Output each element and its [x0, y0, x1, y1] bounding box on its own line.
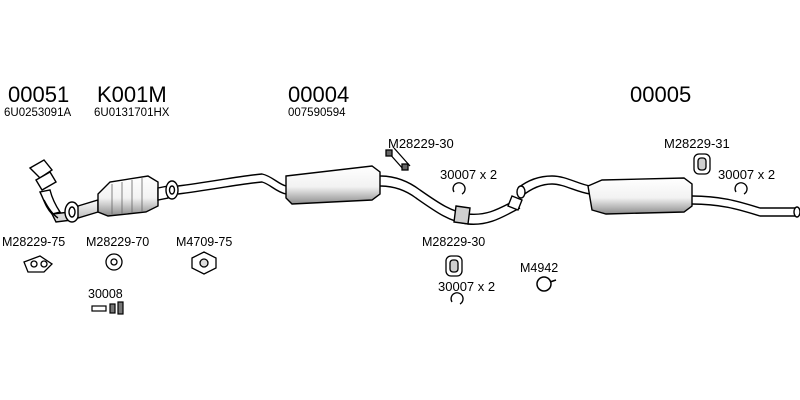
gasket-icon-left — [23, 255, 54, 273]
bolt-kit-icon — [91, 301, 124, 315]
part-label-clamp-bottom-mid: 30007 x 2 — [438, 279, 496, 294]
clamp-icon-top-mid — [452, 182, 466, 195]
front-pipe-00051 — [28, 159, 73, 223]
part-label-hanger-top-right: M28229-31 — [664, 136, 730, 151]
part-label-clamp-top-right: 30007 x 2 — [718, 167, 776, 182]
part-label-hanger-bottom-mid: M28229-30 — [422, 235, 486, 249]
part-label-flange-gasket: M4709-75 — [176, 235, 233, 249]
gasket-part — [64, 201, 80, 223]
catalytic-converter-K001M — [77, 175, 169, 219]
rear-silencer-00005 — [516, 175, 800, 218]
section-number-00005: 00005 — [630, 82, 692, 107]
section-number-K001M: K001M — [97, 82, 167, 107]
flange-gasket-icon — [191, 251, 217, 275]
section-code-00004: 007590594 — [288, 107, 346, 119]
part-label-bolt-kit: 30008 — [88, 287, 123, 301]
part-label-ring-left: M28229-70 — [86, 235, 150, 249]
section-number-00004: 00004 — [288, 82, 350, 107]
hanger-icon-top-right — [693, 153, 711, 175]
clamp-icon-top-right — [734, 182, 748, 195]
ring-icon-left — [105, 253, 123, 271]
clamp-icon-bottom-mid — [450, 292, 464, 305]
section-code-K001M: 6U0131701HX — [94, 107, 170, 119]
part-label-hanger-top-mid: M28229-30 — [388, 136, 454, 151]
hanger-icon-top-mid — [385, 147, 411, 171]
flange-ring — [165, 180, 179, 200]
section-code-00051: 6U0253091A — [4, 107, 72, 119]
clamp-ring-icon — [536, 276, 557, 292]
middle-silencer-00004 — [177, 165, 523, 225]
section-number-00051: 00051 — [8, 82, 70, 107]
hanger-icon-bottom-mid — [445, 255, 463, 277]
part-label-gasket-left: M28229-75 — [2, 235, 66, 249]
part-label-clamp-ring: M4942 — [520, 261, 559, 275]
part-label-clamp-top-mid: 30007 x 2 — [440, 167, 498, 182]
